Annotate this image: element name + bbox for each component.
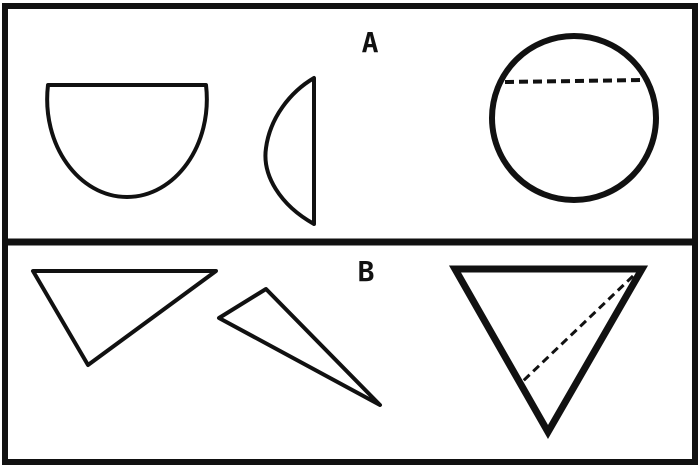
inverted-triangle-shape [448,265,649,440]
panel-b-label: B [358,255,375,288]
full-circle-shape [489,33,659,203]
half-circle-shape [45,83,209,199]
large-triangle-shape [31,269,218,367]
circle-segment-shape [263,76,316,226]
panel-b: B [31,255,649,440]
panel-a: A [45,26,659,226]
circle-dashed-chord [504,78,645,84]
slim-triangle-shape [217,287,382,407]
panel-a-label: A [362,26,379,59]
